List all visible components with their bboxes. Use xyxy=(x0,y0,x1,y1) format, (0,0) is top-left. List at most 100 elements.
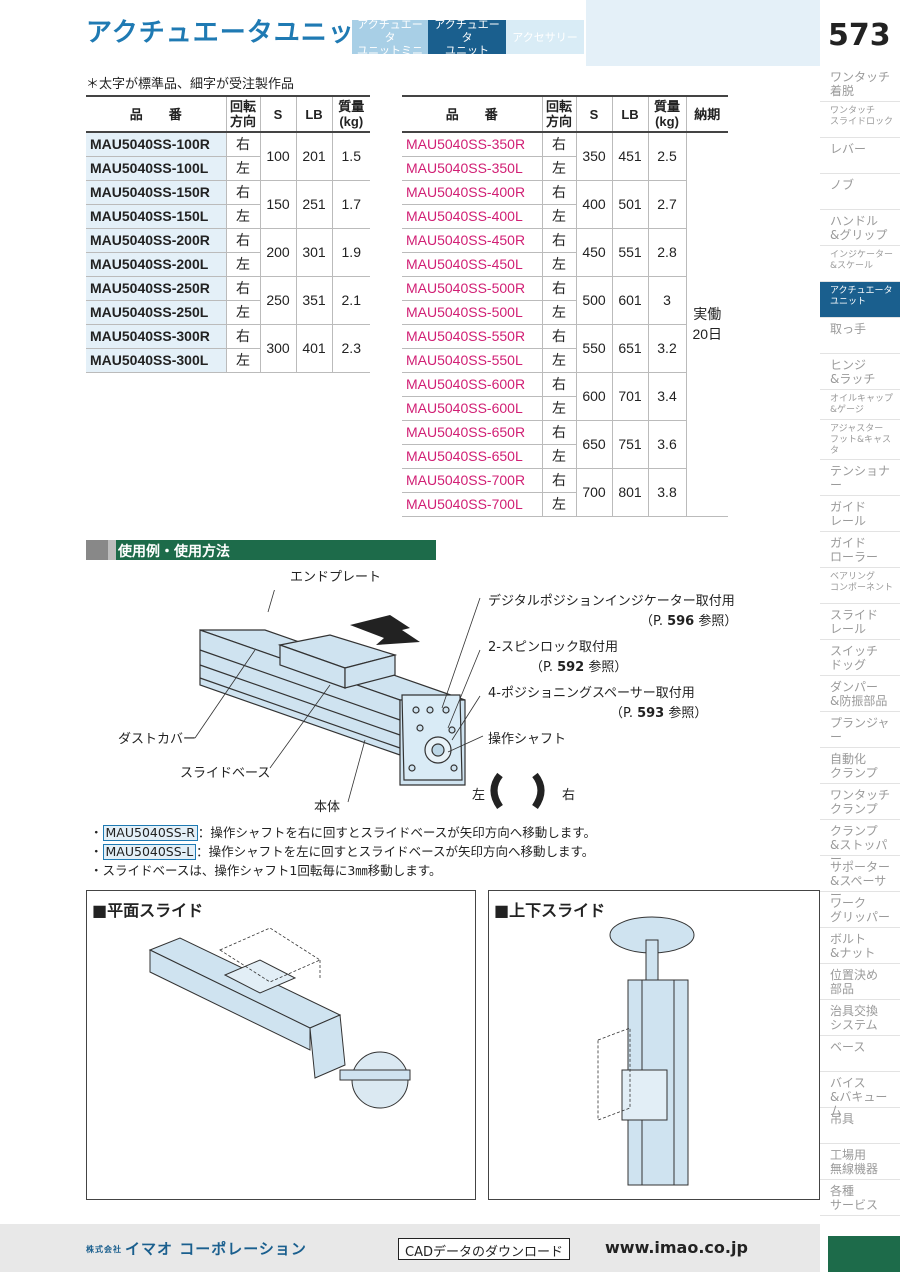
sidebar-item-6[interactable]: アクチュエータユニット xyxy=(820,282,900,318)
part-number-cell[interactable]: MAU5040SS-350L xyxy=(402,156,542,181)
sidebar-item-10[interactable]: アジャスターフット&キャスタ xyxy=(820,420,900,460)
sidebar-item-31[interactable]: 各種サービス xyxy=(820,1180,900,1216)
sidebar-item-21[interactable]: クランプ&ストッパー xyxy=(820,820,900,866)
tab-accessory[interactable]: アクセサリー xyxy=(506,20,584,54)
part-number-cell[interactable]: MAU5040SS-700L xyxy=(402,492,542,517)
lb-cell: 501 xyxy=(611,180,648,229)
company-prefix: 株式会社 xyxy=(86,1245,122,1254)
tab-actuator-unit[interactable]: アクチュエータユニット xyxy=(428,17,506,57)
ref-page-592[interactable]: 592 xyxy=(557,660,585,675)
sidebar-item-18[interactable]: プランジャー xyxy=(820,712,900,748)
sidebar-item-12[interactable]: ガイドレール xyxy=(820,496,900,532)
part-number-cell[interactable]: MAU5040SS-550R xyxy=(402,324,542,349)
part-number-cell[interactable]: MAU5040SS-150L xyxy=(86,204,226,229)
label-dust-cover: ダストカバー xyxy=(118,732,197,747)
part-number-cell[interactable]: MAU5040SS-650L xyxy=(402,444,542,469)
sidebar-item-4[interactable]: ハンドル&グリップ xyxy=(820,210,900,246)
sidebar-item-22[interactable]: サポーター&スペーサー xyxy=(820,856,900,902)
sidebar-item-label-line1: スイッチ xyxy=(830,644,879,658)
sidebar-item-label-line1: 工場用 xyxy=(830,1148,867,1162)
part-number-cell[interactable]: MAU5040SS-200R xyxy=(86,228,226,253)
rotation-cell: 右 xyxy=(225,324,260,349)
sidebar-item-label-line1: ボルト xyxy=(830,932,867,946)
part-number-cell[interactable]: MAU5040SS-100R xyxy=(86,132,226,157)
rotation-cell: 左 xyxy=(541,252,576,277)
part-number-cell[interactable]: MAU5040SS-500L xyxy=(402,300,542,325)
part-number-cell[interactable]: MAU5040SS-300R xyxy=(86,324,226,349)
rotation-cell: 左 xyxy=(225,300,260,325)
part-number-cell[interactable]: MAU5040SS-450R xyxy=(402,228,542,253)
company-logo: 株式会社イマオ コーポレーション xyxy=(86,1238,307,1259)
sidebar-item-13[interactable]: ガイドローラー xyxy=(820,532,900,568)
sidebar-item-19[interactable]: 自動化クランプ xyxy=(820,748,900,784)
col-mass: 質量(kg) xyxy=(331,95,370,133)
part-number-cell[interactable]: MAU5040SS-500R xyxy=(402,276,542,301)
sidebar-item-16[interactable]: スイッチドッグ xyxy=(820,640,900,676)
ref-page-596[interactable]: 596 xyxy=(667,614,695,629)
sidebar-item-2[interactable]: レバー xyxy=(820,138,900,174)
sidebar-item-5[interactable]: インジケーター&スケール xyxy=(820,246,900,282)
lead-time-line1: 実働 xyxy=(693,306,722,323)
bullet-dot: ・ xyxy=(90,863,103,878)
label-end-plate: エンドプレート xyxy=(290,570,382,585)
part-number-cell[interactable]: MAU5040SS-200L xyxy=(86,252,226,277)
part-number-cell[interactable]: MAU5040SS-400R xyxy=(402,180,542,205)
sidebar-item-15[interactable]: スライドレール xyxy=(820,604,900,640)
site-url-link[interactable]: www.imao.co.jp xyxy=(605,1238,748,1257)
sidebar-item-24[interactable]: ボルト&ナット xyxy=(820,928,900,964)
sidebar-item-23[interactable]: ワークグリッパー xyxy=(820,892,900,928)
part-number-cell[interactable]: MAU5040SS-600R xyxy=(402,372,542,397)
part-number-cell[interactable]: MAU5040SS-350R xyxy=(402,132,542,157)
sidebar-item-25[interactable]: 位置決め部品 xyxy=(820,964,900,1000)
ref-page-593[interactable]: 593 xyxy=(637,706,665,721)
sidebar-item-label-line2: グリッパー xyxy=(830,910,891,924)
sidebar-item-27[interactable]: ベース xyxy=(820,1036,900,1072)
part-number-cell[interactable]: MAU5040SS-150R xyxy=(86,180,226,205)
part-number-cell[interactable]: MAU5040SS-600L xyxy=(402,396,542,421)
sidebar-item-label-line1: 自動化 xyxy=(830,752,867,766)
sidebar-item-7[interactable]: 取っ手 xyxy=(820,318,900,354)
sidebar-item-1[interactable]: ワンタッチスライドロック xyxy=(820,102,900,138)
sidebar-item-0[interactable]: ワンタッチ着脱 xyxy=(820,66,900,102)
part-number-cell[interactable]: MAU5040SS-400L xyxy=(402,204,542,229)
tab-label-line1: アクチュエータ xyxy=(434,17,500,44)
sidebar-item-30[interactable]: 工場用無線機器 xyxy=(820,1144,900,1180)
col-mass-line1: 質量 xyxy=(338,99,365,114)
tab-actuator-unit-mini[interactable]: アクチュエータユニットミニ xyxy=(352,18,428,57)
sidebar-item-28[interactable]: バイス&バキューム xyxy=(820,1072,900,1118)
bullet-r-type: ・MAU5040SS-R：操作シャフトを右に回すとスライドベースが矢印方向へ移動… xyxy=(90,822,596,841)
sidebar-item-label-line2: フット&キャスタ xyxy=(830,435,892,456)
panel-flat-title: ■平面スライド xyxy=(92,901,204,920)
sidebar-item-14[interactable]: ベアリングコンポーネント xyxy=(820,568,900,604)
part-number-cell[interactable]: MAU5040SS-450L xyxy=(402,252,542,277)
rotation-cell: 左 xyxy=(541,396,576,421)
ref-prefix: （P. xyxy=(610,706,638,721)
col-mass-line2: (kg) xyxy=(655,114,679,129)
sidebar-item-11[interactable]: テンショナー xyxy=(820,460,900,496)
cad-download-link[interactable]: CADデータのダウンロード xyxy=(398,1238,570,1260)
sidebar-item-9[interactable]: オイルキャップ&ゲージ xyxy=(820,390,900,420)
sidebar-item-20[interactable]: ワンタッチクランプ xyxy=(820,784,900,820)
part-number-cell[interactable]: MAU5040SS-550L xyxy=(402,348,542,373)
part-number-cell[interactable]: MAU5040SS-300L xyxy=(86,348,226,373)
sidebar-item-26[interactable]: 治具交換システム xyxy=(820,1000,900,1036)
sidebar-item-17[interactable]: ダンパー&防振部品 xyxy=(820,676,900,712)
mass-cell: 1.9 xyxy=(331,228,370,277)
label-spacer-ref: （P. 593 参照） xyxy=(610,702,707,721)
part-number-cell[interactable]: MAU5040SS-100L xyxy=(86,156,226,181)
sidebar-item-label-line1: 各種 xyxy=(830,1184,855,1198)
part-number-cell[interactable]: MAU5040SS-250L xyxy=(86,300,226,325)
sidebar-item-3[interactable]: ノブ xyxy=(820,174,900,210)
part-number-cell[interactable]: MAU5040SS-700R xyxy=(402,468,542,493)
sidebar-item-8[interactable]: ヒンジ&ラッチ xyxy=(820,354,900,390)
part-number-cell[interactable]: MAU5040SS-650R xyxy=(402,420,542,445)
sidebar-item-29[interactable]: 吊具 xyxy=(820,1108,900,1144)
tab-label-line1: アクセサリー xyxy=(512,30,578,44)
part-number-cell[interactable]: MAU5040SS-250R xyxy=(86,276,226,301)
label-digital-indicator: デジタルポジションインジケーター取付用 xyxy=(488,594,735,609)
mass-cell: 1.7 xyxy=(331,180,370,229)
left-rotation-arrow xyxy=(490,772,503,810)
